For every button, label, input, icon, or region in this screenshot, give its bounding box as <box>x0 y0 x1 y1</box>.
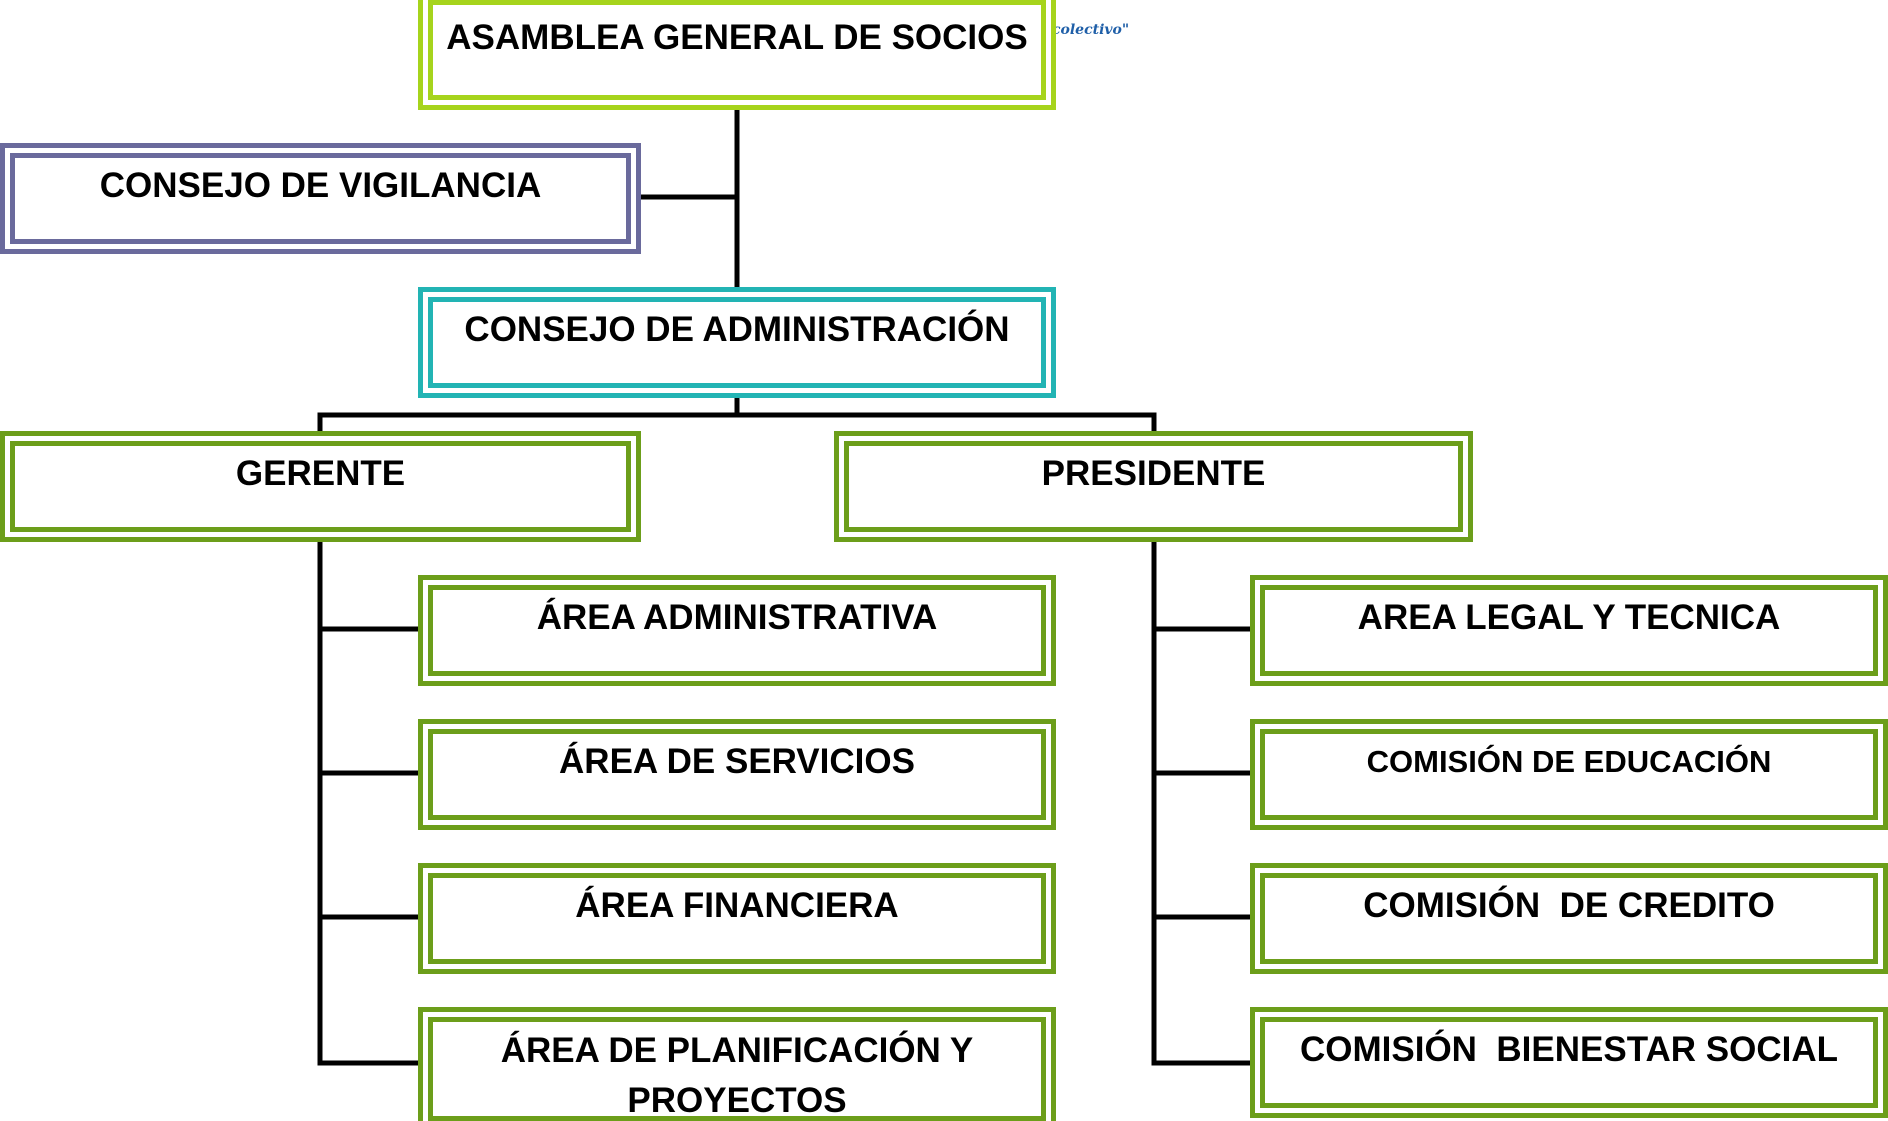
connector-gerente-trunk <box>317 539 421 1066</box>
node-label: ÁREA DE PLANIFICACIÓN Y PROYECTOS <box>500 1031 974 1120</box>
node-label: COMISIÓN DE EDUCACIÓN <box>1366 744 1772 779</box>
node-consejo-vigilancia: CONSEJO DE VIGILANCIA <box>0 143 641 254</box>
node-asamblea-general: ASAMBLEA GENERAL DE SOCIOS <box>418 0 1056 110</box>
connector-presidente-trunk <box>1151 539 1253 1066</box>
node-label: ASAMBLEA GENERAL DE SOCIOS <box>446 18 1028 57</box>
node-label: PRESIDENTE <box>1041 454 1266 493</box>
node-label: GERENTE <box>235 454 406 493</box>
node-area-administrativa: ÁREA ADMINISTRATIVA <box>418 575 1056 686</box>
node-label: ÁREA DE SERVICIOS <box>559 742 915 781</box>
node-comision-bienestar-social: COMISIÓN BIENESTAR SOCIAL <box>1250 1007 1888 1118</box>
node-consejo-administracion: CONSEJO DE ADMINISTRACIÓN <box>418 287 1056 398</box>
node-label: AREA LEGAL Y TECNICA <box>1357 598 1781 637</box>
node-label: COMISIÓN DE CREDITO <box>1363 886 1775 925</box>
node-comision-credito: COMISIÓN DE CREDITO <box>1250 863 1888 974</box>
node-area-legal-tecnica: AREA LEGAL Y TECNICA <box>1250 575 1888 686</box>
node-area-planificacion-proyectos: ÁREA DE PLANIFICACIÓN Y PROYECTOS <box>418 1007 1056 1121</box>
node-label: CONSEJO DE VIGILANCIA <box>99 166 542 205</box>
node-label: CONSEJO DE ADMINISTRACIÓN <box>464 310 1010 349</box>
node-label: ÁREA ADMINISTRATIVA <box>536 598 938 637</box>
node-presidente: PRESIDENTE <box>834 431 1473 542</box>
logo-text: colectivo" <box>1052 22 1130 38</box>
node-area-servicios: ÁREA DE SERVICIOS <box>418 719 1056 830</box>
node-label: ÁREA FINANCIERA <box>575 886 899 925</box>
node-label: COMISIÓN BIENESTAR SOCIAL <box>1300 1030 1838 1069</box>
node-comision-educacion: COMISIÓN DE EDUCACIÓN <box>1250 719 1888 830</box>
node-gerente: GERENTE <box>0 431 641 542</box>
node-area-financiera: ÁREA FINANCIERA <box>418 863 1056 974</box>
